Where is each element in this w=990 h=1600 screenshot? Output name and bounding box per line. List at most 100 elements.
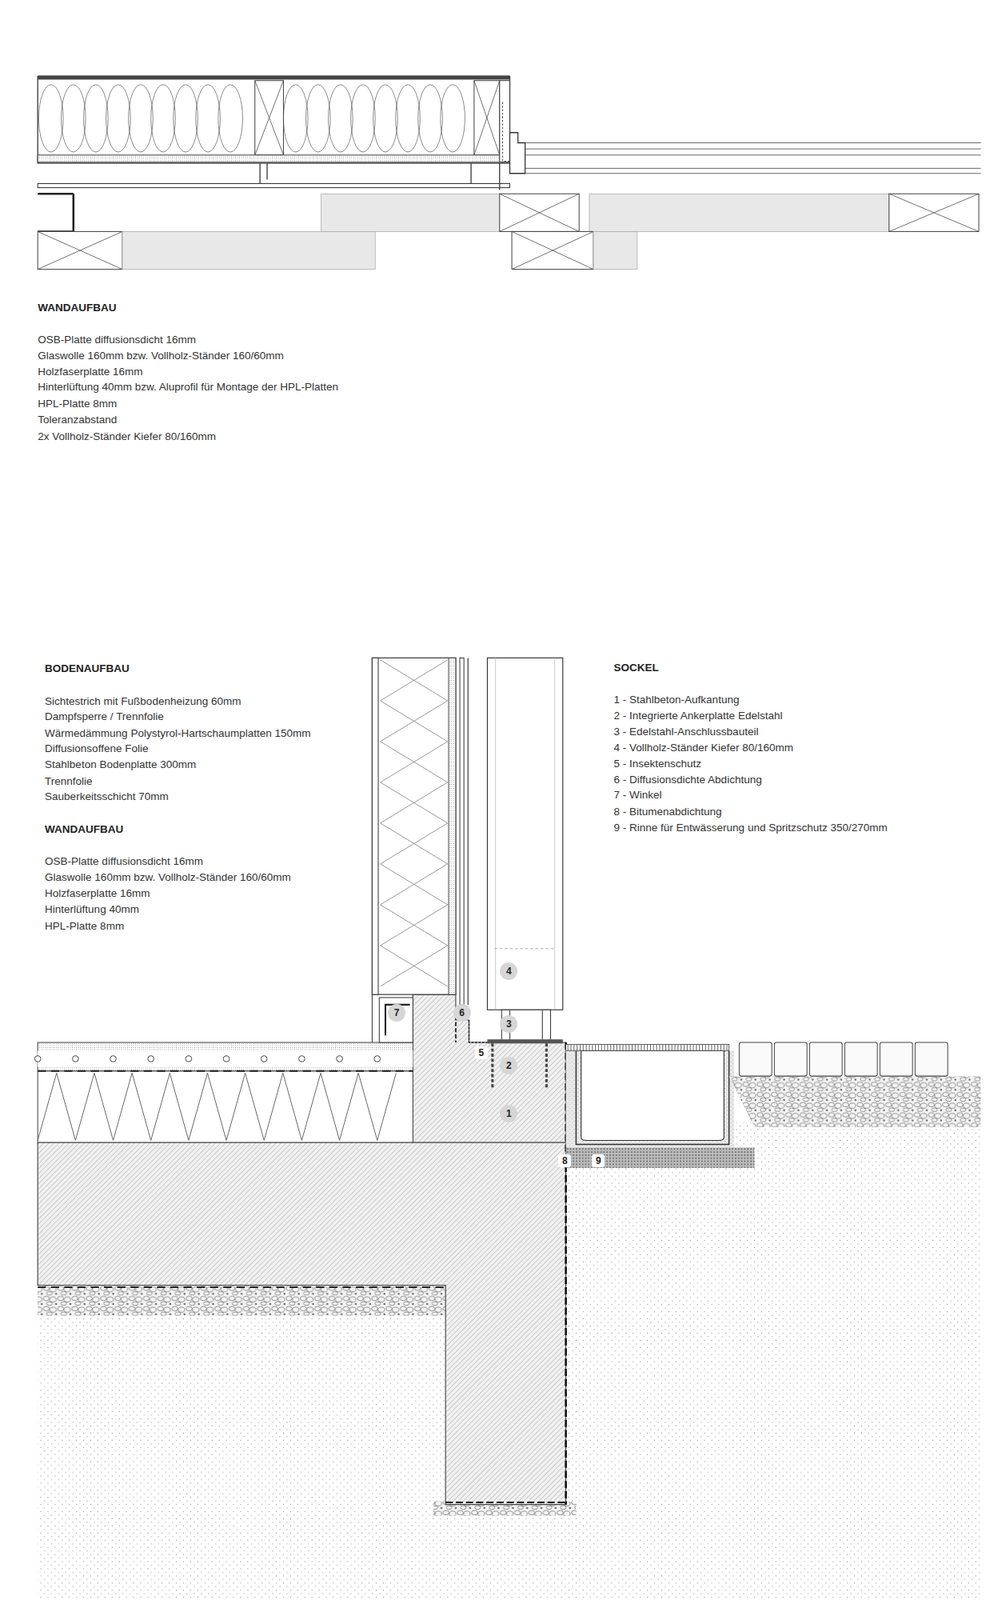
layer-text: Holzfaserplatte 16mm: [37, 364, 143, 380]
layer-text: 7 - Winkel: [614, 787, 663, 803]
glass-wool: [306, 84, 332, 152]
callout-number: 1: [506, 1107, 512, 1119]
anchor-bolt: [545, 1042, 548, 1087]
timber-post: [37, 231, 123, 269]
alu-profile: [467, 657, 469, 1005]
grate-bar: [723, 1044, 725, 1051]
wood-fibre-board: [448, 657, 456, 994]
grate-bar: [594, 1044, 596, 1051]
glass-wool: [380, 700, 448, 742]
insect-screen: [469, 1019, 488, 1042]
grate-bar: [708, 1044, 710, 1051]
foundation-foil: [445, 1500, 566, 1503]
glass-wool: [351, 84, 376, 152]
concrete-slab: [37, 1141, 566, 1505]
glass-wool: [380, 782, 448, 823]
layer-text: Trennfolie: [44, 774, 93, 789]
post-shade: [495, 657, 496, 1010]
grate-bar: [658, 1044, 660, 1051]
timber-beam: [122, 231, 376, 269]
grate-bar: [683, 1044, 685, 1051]
layer-text: 1 - Stahlbeton-Aufkantung: [614, 692, 740, 707]
glass-wool: [380, 945, 448, 987]
layer-text: Holzfaserplatte 16mm: [44, 886, 150, 901]
grate-bar: [625, 1044, 627, 1051]
callout-number: 3: [506, 1017, 512, 1030]
timber-beam: [321, 193, 500, 232]
timber-stud-cross: [474, 80, 500, 156]
anchor-plate: [487, 1038, 563, 1043]
grate-bar: [720, 1044, 722, 1051]
paving-stone: [879, 1041, 913, 1076]
timber-post-cross: [37, 231, 123, 269]
connector-plate: [542, 1009, 543, 1040]
heating-pipe: [336, 1055, 344, 1062]
wall-panel: [37, 76, 510, 164]
grate-bar: [604, 1044, 606, 1051]
callout-circle: 7: [387, 1003, 406, 1022]
grate-bar: [634, 1044, 636, 1051]
timber-edge: [37, 193, 74, 232]
layer-text: 9 - Rinne für Entwässerung und Spritzsch…: [614, 820, 888, 835]
heating-pipe: [260, 1055, 268, 1062]
grate-bar: [680, 1044, 682, 1051]
timber-post-cross: [511, 231, 594, 269]
grate-bar: [714, 1044, 715, 1051]
glass-wool: [83, 84, 109, 152]
glass-wool: [395, 84, 421, 152]
gutter-inner: [581, 1049, 725, 1140]
heating-pipe: [185, 1055, 192, 1062]
grate-bar: [613, 1044, 615, 1051]
timber-post: [511, 231, 594, 269]
grate-bar: [643, 1044, 645, 1051]
timber-post: [499, 193, 579, 232]
grate-bar: [677, 1044, 679, 1051]
window-seal: [502, 102, 511, 162]
layer-text: Glaswolle 160mm bzw. Vollholz-Ständer 16…: [37, 348, 284, 364]
grate-bar: [653, 1044, 655, 1051]
timber-stud-cross: [474, 80, 500, 156]
gutter-channel: [575, 1049, 729, 1144]
separation-foil: [37, 1285, 446, 1288]
grate-bar: [668, 1044, 670, 1051]
grate-bar: [693, 1044, 695, 1051]
screed-core: [37, 1049, 413, 1066]
heating-pipe: [299, 1055, 306, 1062]
layer-text: 5 - Insektenschutz: [614, 756, 703, 771]
wall-edge: [371, 993, 373, 1042]
grate-bar: [588, 1044, 590, 1051]
screed: [37, 1041, 413, 1071]
paving-stone: [914, 1041, 948, 1076]
glass-wool: [380, 741, 448, 783]
heating-pipe: [72, 1055, 80, 1062]
grate-bar: [616, 1044, 618, 1051]
alu-profile: [259, 163, 276, 186]
grate-bar: [671, 1044, 673, 1051]
paving-stone: [844, 1041, 878, 1076]
grate-bar: [646, 1044, 648, 1051]
hpl-cladding: [37, 183, 510, 188]
wall-section: [371, 657, 456, 994]
blinding-layer: [37, 1285, 446, 1316]
grate-bar: [591, 1044, 593, 1051]
wood-fibre-board: [37, 155, 510, 163]
timber-post-cross: [889, 193, 979, 232]
grate-bar: [638, 1044, 639, 1051]
glass-wool: [380, 863, 448, 905]
layer-text: Sauberkeitsschicht 70mm: [44, 789, 169, 804]
layer-text: OSB-Platte diffusionsdicht 16mm: [44, 854, 204, 869]
glass-wool: [328, 84, 354, 152]
layer-text: Sichtestrich mit Fußbodenheizung 60mm: [44, 694, 241, 709]
grate-bar: [640, 1044, 642, 1051]
glass-wool: [380, 659, 448, 701]
glass-wool: [38, 84, 64, 152]
layer-text: 8 - Bitumenabdichtung: [614, 804, 723, 819]
layer-text: OSB-Platte diffusionsdicht 16mm: [37, 332, 196, 348]
glass-wool: [380, 945, 448, 987]
layer-text: Toleranzabstand: [37, 412, 117, 428]
grate-bar: [726, 1044, 728, 1051]
gutter-gravel-bed: [566, 1146, 755, 1168]
timber-post: [487, 657, 563, 1010]
osb-board: [37, 75, 510, 80]
